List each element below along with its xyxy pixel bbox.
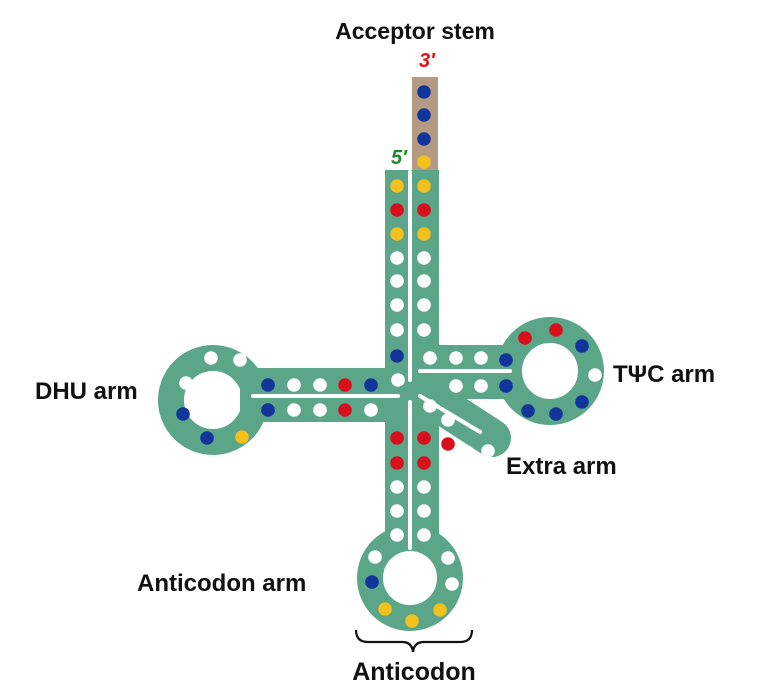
nucleotide-white <box>474 379 488 393</box>
nucleotide-blue <box>261 378 275 392</box>
nucleotide-white <box>287 378 301 392</box>
dhu-arm-label: DHU arm <box>35 378 138 405</box>
nucleotide-blue <box>365 575 379 589</box>
nucleotide-yellow <box>235 430 249 444</box>
nucleotide-white <box>179 376 193 390</box>
nucleotide-red <box>390 456 404 470</box>
nucleotide-yellow <box>378 602 392 616</box>
anticodon-brace <box>354 629 474 653</box>
nucleotide-white <box>287 403 301 417</box>
nucleotide-yellow <box>417 179 431 193</box>
nucleotide-white <box>390 323 404 337</box>
nucleotide-white <box>474 351 488 365</box>
nucleotide-white <box>390 298 404 312</box>
tpsic-arm-label: TΨC arm <box>613 361 715 388</box>
nucleotide-red <box>417 456 431 470</box>
nucleotide-blue <box>417 132 431 146</box>
nucleotide-yellow <box>417 155 431 169</box>
five-prime-label: 5′ <box>391 147 408 169</box>
nucleotide-white <box>460 445 474 459</box>
nucleotide-white <box>441 551 455 565</box>
three-prime-label: 3′ <box>419 50 436 72</box>
nucleotide-white <box>417 298 431 312</box>
nucleotide-white <box>445 577 459 591</box>
nucleotide-beads <box>176 85 602 628</box>
anticodon-label: Anticodon <box>352 658 476 686</box>
nucleotide-red <box>390 203 404 217</box>
nucleotide-white <box>449 379 463 393</box>
nucleotide-blue <box>364 378 378 392</box>
nucleotide-white <box>390 528 404 542</box>
nucleotide-white <box>417 251 431 265</box>
nucleotide-yellow <box>433 603 447 617</box>
nucleotide-white <box>390 274 404 288</box>
nucleotide-yellow <box>405 614 419 628</box>
nucleotide-white <box>313 403 327 417</box>
nucleotide-blue <box>575 395 589 409</box>
nucleotide-blue <box>200 431 214 445</box>
nucleotide-white <box>423 399 437 413</box>
nucleotide-red <box>518 331 532 345</box>
trna-backbone <box>158 77 604 631</box>
nucleotide-white <box>417 323 431 337</box>
nucleotide-white <box>368 550 382 564</box>
nucleotide-red <box>390 431 404 445</box>
nucleotide-white <box>417 274 431 288</box>
nucleotide-blue <box>499 379 513 393</box>
nucleotide-white <box>391 373 405 387</box>
nucleotide-blue <box>521 404 535 418</box>
nucleotide-red <box>549 323 563 337</box>
nucleotide-blue <box>417 108 431 122</box>
dhu-loop <box>158 345 268 455</box>
nucleotide-white <box>390 480 404 494</box>
nucleotide-white <box>481 444 495 458</box>
nucleotide-white <box>204 351 218 365</box>
nucleotide-white <box>390 251 404 265</box>
nucleotide-blue <box>261 403 275 417</box>
nucleotide-red <box>441 437 455 451</box>
acceptor-stem-label: Acceptor stem <box>335 18 495 44</box>
nucleotide-white <box>423 351 437 365</box>
nucleotide-red <box>417 431 431 445</box>
nucleotide-white <box>417 480 431 494</box>
anticodon-arm-label: Anticodon arm <box>137 570 306 597</box>
nucleotide-white <box>417 528 431 542</box>
nucleotide-blue <box>176 407 190 421</box>
nucleotide-blue <box>417 85 431 99</box>
nucleotide-blue <box>499 353 513 367</box>
nucleotide-white <box>449 351 463 365</box>
nucleotide-white <box>390 504 404 518</box>
nucleotide-blue <box>575 339 589 353</box>
nucleotide-red <box>338 403 352 417</box>
nucleotide-yellow <box>390 227 404 241</box>
nucleotide-red <box>417 203 431 217</box>
nucleotide-blue <box>390 349 404 363</box>
nucleotide-white <box>441 413 455 427</box>
nucleotide-red <box>338 378 352 392</box>
nucleotide-yellow <box>417 227 431 241</box>
nucleotide-yellow <box>390 179 404 193</box>
nucleotide-white <box>417 504 431 518</box>
nucleotide-white <box>364 403 378 417</box>
nucleotide-white <box>313 378 327 392</box>
nucleotide-white <box>588 368 602 382</box>
nucleotide-white <box>233 353 247 367</box>
extra-arm-label: Extra arm <box>506 453 617 480</box>
nucleotide-blue <box>549 407 563 421</box>
